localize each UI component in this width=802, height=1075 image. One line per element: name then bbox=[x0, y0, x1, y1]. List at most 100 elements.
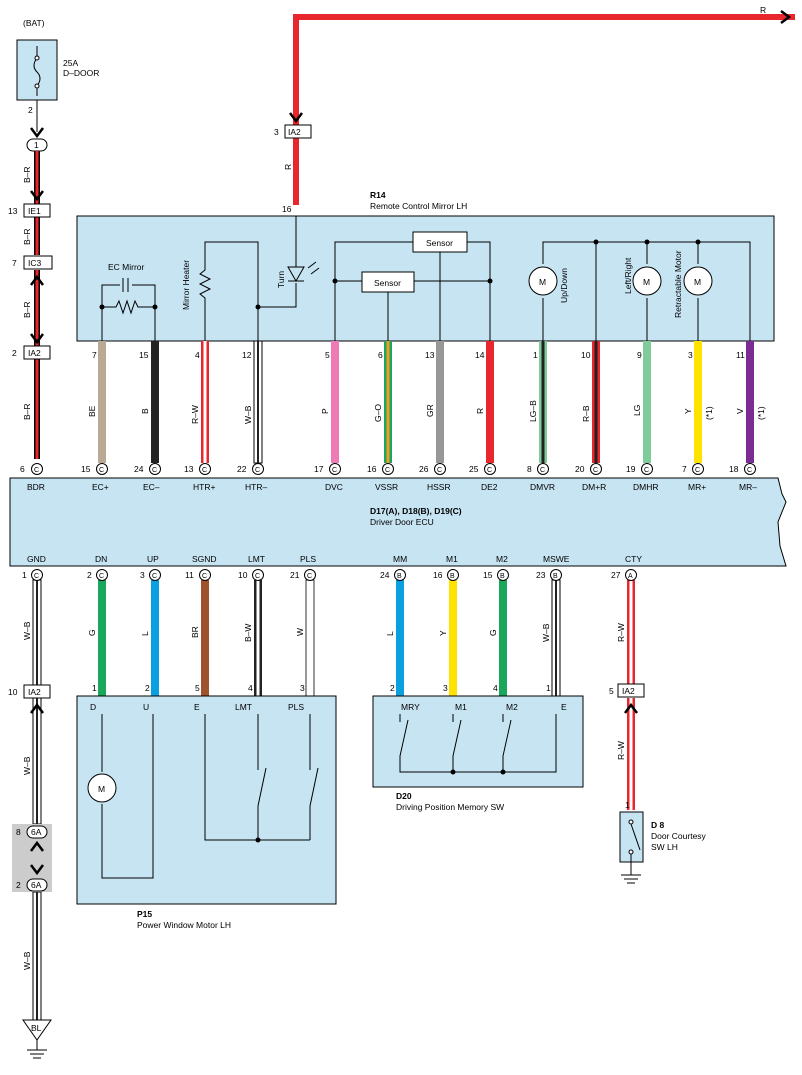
svg-text:6: 6 bbox=[20, 464, 25, 474]
svg-text:C: C bbox=[593, 467, 598, 474]
fuse-pin: 2 bbox=[28, 105, 33, 115]
connector-ic3 bbox=[23, 255, 53, 270]
svg-text:LMT: LMT bbox=[235, 702, 252, 712]
svg-text:18: 18 bbox=[729, 464, 739, 474]
svg-text:E: E bbox=[561, 702, 567, 712]
svg-text:EC+: EC+ bbox=[92, 482, 109, 492]
sensor-1-label: Sensor bbox=[426, 238, 453, 248]
sensor-2-label: Sensor bbox=[374, 278, 401, 288]
svg-text:24: 24 bbox=[134, 464, 144, 474]
ecu-bottom-wires bbox=[32, 579, 635, 1021]
ground-point-icon bbox=[22, 1019, 52, 1041]
d20-ref: D20 bbox=[396, 791, 412, 801]
svg-text:24: 24 bbox=[380, 570, 390, 580]
svg-text:MRY: MRY bbox=[401, 702, 420, 712]
svg-text:DMVR: DMVR bbox=[530, 482, 555, 492]
svg-text:C: C bbox=[437, 467, 442, 474]
svg-text:C: C bbox=[255, 467, 260, 474]
svg-text:3: 3 bbox=[300, 683, 305, 693]
ecu-bottom-pins: C1 C2 C3 C11 C10 C21 B24 B16 B15 B23 A27 bbox=[22, 569, 637, 581]
svg-text:1: 1 bbox=[22, 570, 27, 580]
svg-text:C: C bbox=[202, 573, 207, 580]
connector-ic3-name: IC3 bbox=[28, 258, 42, 268]
chevron-up-icon bbox=[624, 702, 638, 714]
wire-color-v: V bbox=[735, 408, 745, 414]
svg-text:SGND: SGND bbox=[192, 554, 217, 564]
ec-mirror-label: EC Mirror bbox=[108, 262, 145, 272]
wire-note-v: (*1) bbox=[756, 406, 766, 420]
connector-6a-bottom bbox=[26, 878, 48, 892]
p15-ref: P15 bbox=[137, 909, 152, 919]
r14-pin-number: 1 bbox=[533, 350, 538, 360]
svg-text:VSSR: VSSR bbox=[375, 482, 398, 492]
svg-text:4: 4 bbox=[493, 683, 498, 693]
r14-feed-pin: 16 bbox=[282, 204, 292, 214]
svg-text:20: 20 bbox=[575, 464, 585, 474]
svg-text:1: 1 bbox=[546, 683, 551, 693]
svg-text:13: 13 bbox=[184, 464, 194, 474]
svg-text:U: U bbox=[143, 702, 149, 712]
wire-color-up: L bbox=[140, 631, 150, 636]
svg-text:2: 2 bbox=[145, 683, 150, 693]
battery-label: (BAT) bbox=[23, 18, 45, 28]
svg-text:19: 19 bbox=[626, 464, 636, 474]
r14-pin-number: 3 bbox=[688, 350, 693, 360]
motor-up-down-icon: M bbox=[528, 266, 558, 296]
wire-color-lg: LG bbox=[632, 405, 642, 416]
p15-motor-icon: M bbox=[87, 773, 117, 803]
svg-text:17: 17 bbox=[314, 464, 324, 474]
svg-text:27: 27 bbox=[611, 570, 621, 580]
top-wire-color: R bbox=[760, 5, 766, 15]
wire-color-lgb: LG–B bbox=[528, 400, 538, 422]
wire-color-gnd-3: W–B bbox=[22, 951, 32, 970]
wire-color-mswe: W–B bbox=[541, 623, 551, 642]
svg-text:CTY: CTY bbox=[625, 554, 642, 564]
d20-pin-names: MRY M1 M2 E bbox=[401, 702, 567, 712]
svg-text:C: C bbox=[99, 573, 104, 580]
svg-text:11: 11 bbox=[185, 570, 194, 580]
svg-text:MM: MM bbox=[393, 554, 407, 564]
connector-ia2-r14 bbox=[284, 124, 312, 139]
chevron-down-icon bbox=[30, 127, 44, 139]
svg-text:M2: M2 bbox=[496, 554, 508, 564]
connector-ia2-left-pin: 2 bbox=[12, 348, 17, 358]
chevron-down-icon bbox=[30, 190, 44, 202]
r14-pin-number: 9 bbox=[637, 350, 642, 360]
svg-text:C: C bbox=[152, 573, 157, 580]
connector-ia2-gnd-name: IA2 bbox=[28, 687, 41, 697]
p15-name: Power Window Motor LH bbox=[137, 920, 231, 930]
ecu-top-pins: C 6 BDR C 15 EC+ C 24 EC– C 13 HTR+ C 22… bbox=[20, 463, 757, 492]
p15-box bbox=[76, 695, 337, 905]
ecu-box bbox=[9, 477, 787, 567]
d8-name-line2: SW LH bbox=[651, 842, 678, 852]
ground-point-label: BL bbox=[31, 1023, 42, 1033]
motor-retract-icon: M bbox=[683, 266, 713, 296]
svg-text:C: C bbox=[695, 467, 700, 474]
d20-internal bbox=[399, 714, 557, 773]
d8-name-line1: Door Courtesy bbox=[651, 831, 707, 841]
svg-text:15: 15 bbox=[81, 464, 91, 474]
svg-text:3: 3 bbox=[140, 570, 145, 580]
wire-color-rw: R–W bbox=[190, 405, 200, 424]
svg-text:15: 15 bbox=[483, 570, 493, 580]
svg-text:PLS: PLS bbox=[300, 554, 316, 564]
fuse-terminal-top bbox=[34, 55, 40, 61]
svg-text:PLS: PLS bbox=[288, 702, 304, 712]
fuse-name: D–DOOR bbox=[63, 68, 99, 78]
svg-text:M2: M2 bbox=[506, 702, 518, 712]
wire-color-wb: W–B bbox=[243, 405, 253, 424]
svg-text:DE2: DE2 bbox=[481, 482, 498, 492]
svg-text:GND: GND bbox=[27, 554, 46, 564]
svg-text:M: M bbox=[643, 277, 650, 287]
svg-text:BDR: BDR bbox=[27, 482, 45, 492]
r14-name: Remote Control Mirror LH bbox=[370, 201, 467, 211]
ecu-bottom-pin-names: GND DN UP SGND LMT PLS MM M1 M2 MSWE CTY bbox=[27, 554, 642, 564]
svg-text:B: B bbox=[553, 573, 558, 580]
connector-ia2-d8-pin: 5 bbox=[609, 686, 614, 696]
connector-ia2-r14-name: IA2 bbox=[288, 127, 301, 137]
connector-6a-bottom-name: 6A bbox=[31, 880, 42, 890]
svg-text:1: 1 bbox=[92, 683, 97, 693]
svg-text:16: 16 bbox=[433, 570, 443, 580]
svg-text:2: 2 bbox=[87, 570, 92, 580]
